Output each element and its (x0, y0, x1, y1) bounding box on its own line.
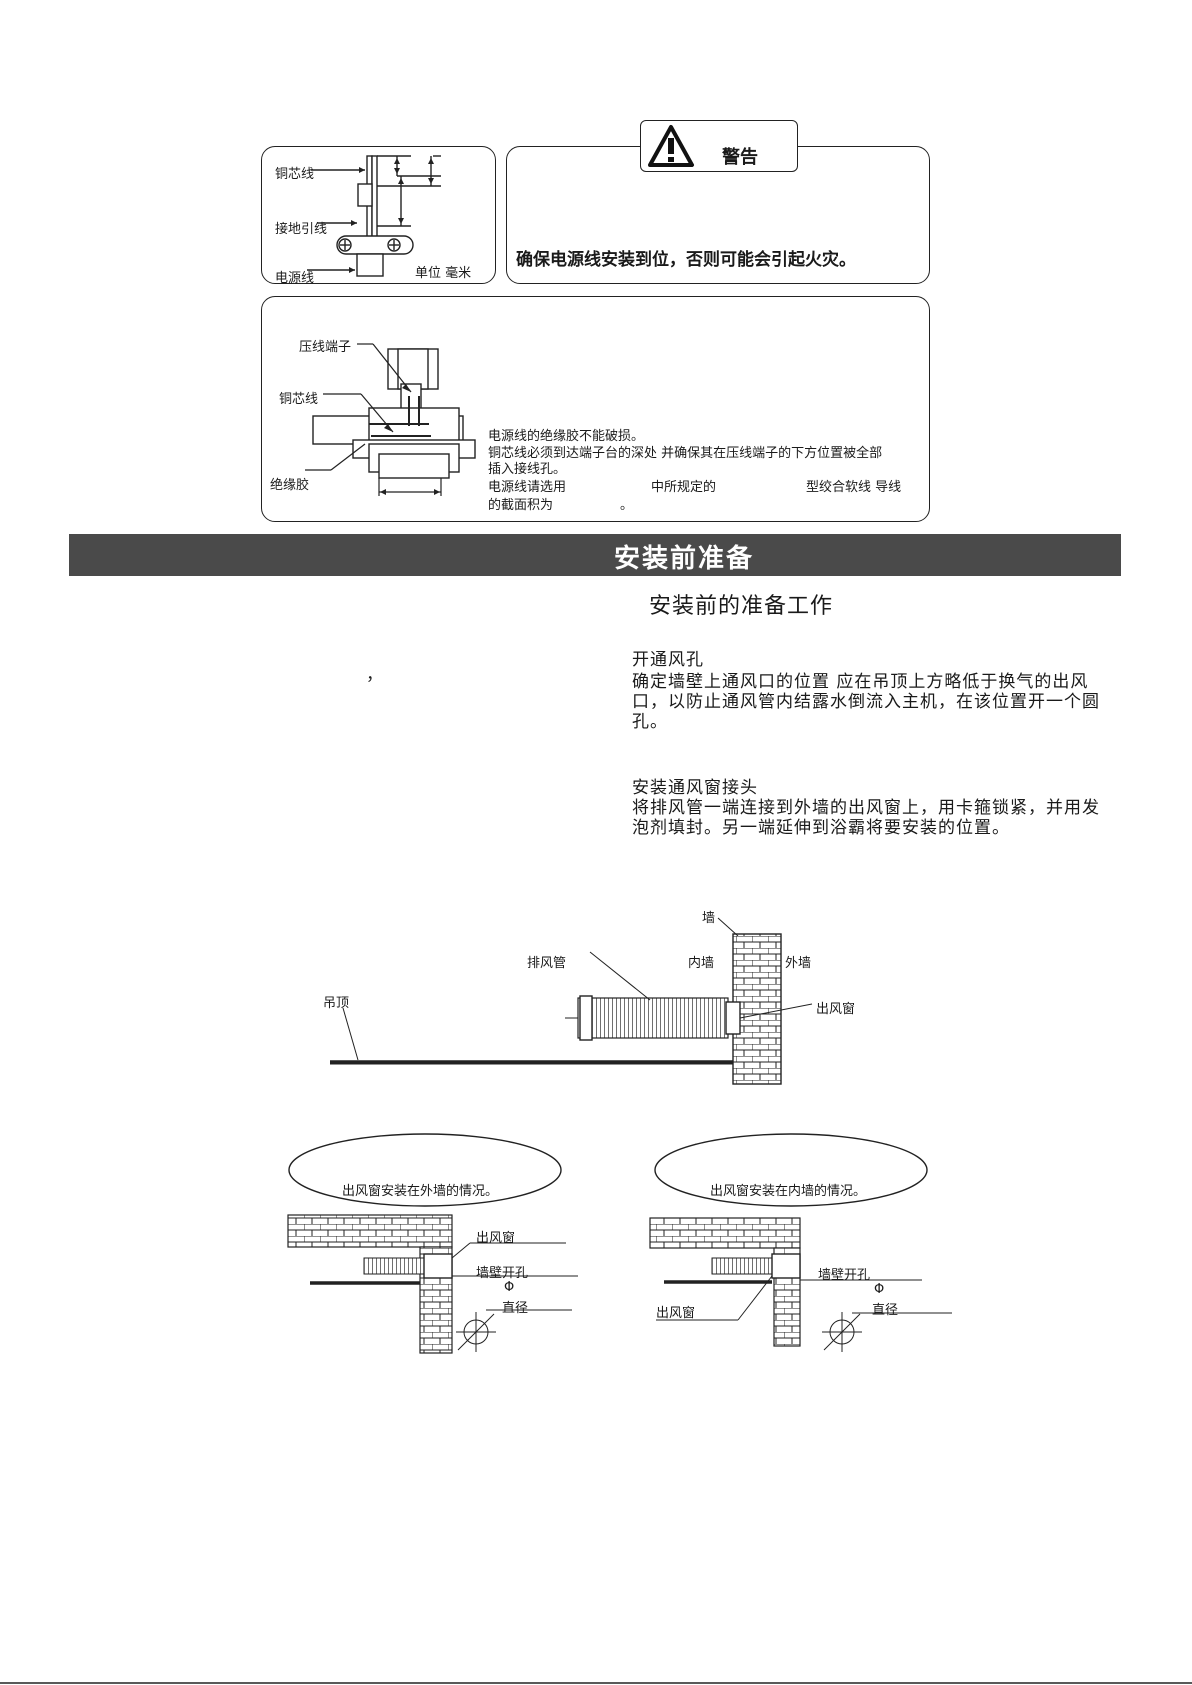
terminal-box (261, 296, 930, 522)
wiring-diagram (307, 155, 441, 277)
right-case-bubble: 出风窗安装在内墙的情况。 (710, 1184, 867, 1199)
terminal-note-4a: 电源线请选用 (488, 480, 567, 495)
label-copper-wire: 铜芯线 (275, 167, 315, 182)
step1-body: 确定墙壁上通风口的位置 应在吊顶上方略低于换气的出风口，以防止通风管内结露水倒流… (632, 672, 1100, 732)
label-insulation: 绝缘胶 (270, 478, 310, 493)
warning-title: 警告 (722, 147, 758, 168)
right-case-hole: 墙壁开孔 (818, 1268, 871, 1283)
section-title: 安装前准备 (614, 544, 755, 574)
terminal-note-1: 电源线的绝缘胶不能破损。 (488, 429, 645, 444)
wiring-diagram-box (261, 146, 496, 284)
label-copper-core: 铜芯线 (279, 392, 319, 407)
step1-heading: 开通风孔 (632, 650, 704, 670)
terminal-note-5b: 。 (620, 498, 634, 513)
label-unit: 单位 毫米 (415, 266, 472, 281)
left-case-outlet: 出风窗 (476, 1231, 516, 1246)
warning-triangle-icon (648, 125, 694, 167)
step2-heading: 安装通风窗接头 (632, 778, 758, 798)
label-outer-wall: 外墙 (785, 956, 812, 971)
right-case-diameter: 直径 (872, 1303, 899, 1318)
left-case-phi: Φ (504, 1280, 515, 1295)
label-inner-wall: 内墙 (688, 956, 715, 971)
label-ground-wire: 接地引线 (275, 222, 328, 237)
terminal-diagram (305, 343, 476, 496)
warning-text: 确保电源线安装到位，否则可能会引起火灾。 (516, 250, 856, 270)
step2-body: 将排风管一端连接到外墙的出风窗上，用卡箍锁紧，并用发泡剂填封。另一端延伸到浴霸将… (632, 798, 1100, 838)
stray-comma: ， (366, 665, 383, 685)
left-case-bubble: 出风窗安装在外墙的情况。 (342, 1184, 499, 1199)
left-case-hole: 墙壁开孔 (476, 1266, 529, 1281)
label-crimp-terminal: 压线端子 (299, 340, 352, 355)
label-power-cord: 电源线 (275, 271, 315, 286)
label-ceiling: 吊顶 (323, 996, 350, 1011)
right-case-outlet: 出风窗 (656, 1306, 696, 1321)
terminal-note-4b: 中所规定的 (651, 480, 717, 495)
label-exhaust-duct: 排风管 (527, 956, 567, 971)
terminal-note-5a: 的截面积为 (488, 498, 554, 513)
label-outlet-window: 出风窗 (816, 1002, 856, 1017)
section-subtitle: 安装前的准备工作 (649, 594, 834, 619)
right-case-phi: Φ (874, 1282, 885, 1297)
terminal-note-2: 铜芯线必须到达端子台的深处 并确保其在压线端子的下方位置被全部 (488, 446, 883, 461)
label-wall: 墙 (702, 911, 716, 926)
left-case-diameter: 直径 (502, 1301, 529, 1316)
section-header-bar (69, 534, 1121, 576)
terminal-note-3: 插入接线孔。 (488, 462, 567, 477)
terminal-note-4c: 型绞合软线 导线 (806, 480, 902, 495)
